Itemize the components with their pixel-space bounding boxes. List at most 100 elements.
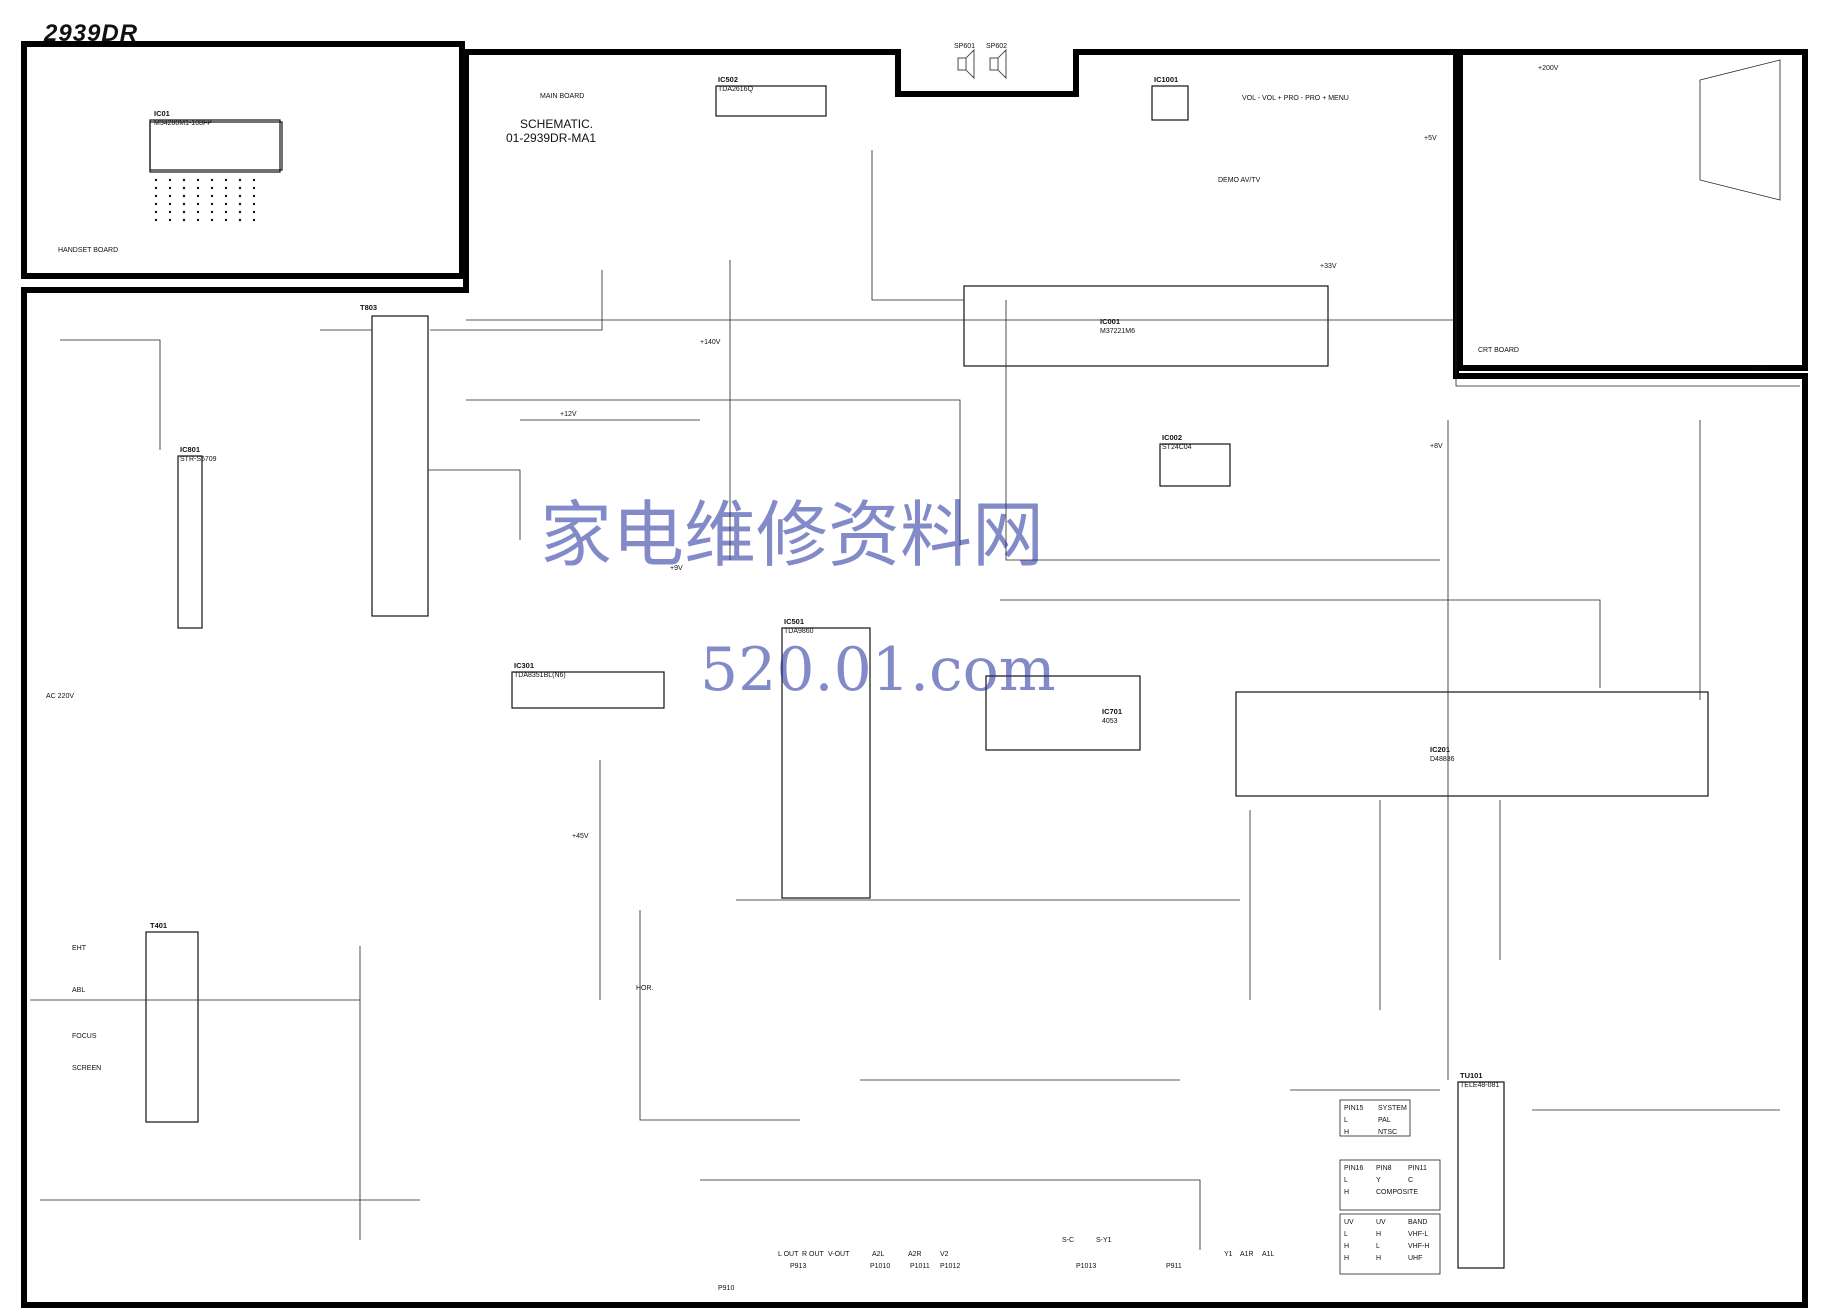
pin-table-header: PIN16 (1344, 1165, 1364, 1172)
pin-table-cell: NTSC (1378, 1129, 1397, 1136)
ic301-box (511, 671, 665, 709)
speaker-label: SP601 (954, 43, 975, 50)
matrix-node (182, 218, 186, 222)
pin-table-cell: L (1376, 1243, 1380, 1250)
matrix-node (224, 218, 228, 222)
connector-pin-label: V-OUT (828, 1251, 850, 1258)
power-rail-label: +16V (1752, 365, 1769, 372)
connector-pin-label: A1L (1262, 1251, 1275, 1258)
connector-pin-label: L OUT (778, 1251, 799, 1258)
ic-id-label: IC501 (784, 617, 804, 626)
power-rail-label: +8V (1430, 443, 1443, 450)
matrix-node (154, 178, 158, 182)
matrix-node (154, 210, 158, 214)
ic-boxes (145, 85, 1709, 1269)
power-rail-label: +5V (1424, 135, 1437, 142)
matrix-node (238, 202, 242, 206)
connector-pin-label: V2 (940, 1251, 949, 1258)
ic-id-label: IC301 (514, 661, 534, 670)
side-label: ABL (72, 987, 85, 994)
pin-table-cell: C (1408, 1177, 1413, 1184)
ic-part-label: TELE48-081 (1460, 1082, 1499, 1089)
matrix-node (210, 178, 214, 182)
ic-id-label: IC002 (1162, 433, 1182, 442)
matrix-node (182, 186, 186, 190)
pin-table-cell: L (1344, 1231, 1348, 1238)
pin-table-cell: Y (1376, 1177, 1381, 1184)
connector-pin-label: A1R (1240, 1251, 1254, 1258)
matrix-node (168, 210, 172, 214)
pin-table-header: UV (1344, 1219, 1354, 1226)
matrix-node (182, 202, 186, 206)
connector-pin-label: S-C (1062, 1237, 1074, 1244)
pin-table-cell: H (1344, 1129, 1349, 1136)
matrix-node (210, 202, 214, 206)
ic-id-label: TU101 (1460, 1071, 1483, 1080)
ic-id-label: IC01 (154, 109, 170, 118)
connector-pin-label: S-Y1 (1096, 1237, 1112, 1244)
side-label: FOCUS (72, 1033, 97, 1040)
matrix-node (224, 202, 228, 206)
connector-pin-label: Y1 (1224, 1251, 1233, 1258)
ic-part-label: TDA8351BL(N6) (514, 672, 566, 679)
ic-id-label: IC001 (1100, 317, 1120, 326)
matrix-node (238, 186, 242, 190)
matrix-node (210, 210, 214, 214)
pin-table-cell: H (1344, 1243, 1349, 1250)
ic-id-label: T803 (360, 303, 377, 312)
side-label: EHT (72, 945, 87, 952)
key-matrix-grid (154, 178, 256, 222)
pin-table-cell: PAL (1378, 1117, 1391, 1124)
pin-table-cell: H (1376, 1231, 1381, 1238)
matrix-node (196, 194, 200, 198)
matrix-node (168, 186, 172, 190)
matrix-node (252, 218, 256, 222)
connector-label: P911 (1166, 1263, 1182, 1270)
demo-label: DEMO AV/TV (1218, 177, 1261, 184)
pin-table-cell: L (1344, 1177, 1348, 1184)
front-controls-label: VOL - VOL + PRO - PRO + MENU (1242, 95, 1349, 102)
matrix-node (238, 178, 242, 182)
power-rail-label: +9V (670, 565, 683, 572)
ic-id-label: IC801 (180, 445, 200, 454)
matrix-node (210, 194, 214, 198)
matrix-node (168, 218, 172, 222)
pin-table-cell: H (1376, 1255, 1381, 1262)
connector-pin-label: R OUT (802, 1251, 825, 1258)
pin-tables (1339, 1099, 1441, 1275)
crt-socket (1699, 59, 1781, 201)
connector-label: P913 (790, 1263, 806, 1270)
ic-part-label: M34280M1-108FP (154, 120, 212, 127)
matrix-node (238, 194, 242, 198)
pin-table-cell: COMPOSITE (1376, 1189, 1418, 1196)
crt-board-frame (1457, 49, 1808, 371)
matrix-node (252, 194, 256, 198)
pin-table-header: PIN8 (1376, 1165, 1392, 1172)
pin-table-cell: L (1344, 1117, 1348, 1124)
pin-table-header: SYSTEM (1378, 1105, 1407, 1112)
pin-table-header: UV (1376, 1219, 1386, 1226)
ic502-box (715, 85, 827, 117)
handset-board-frame (21, 41, 465, 279)
ic002-box (1159, 443, 1231, 487)
power-rail-label: +200V (1538, 65, 1559, 72)
ic701-box (985, 675, 1141, 751)
matrix-node (154, 194, 158, 198)
matrix-node (182, 210, 186, 214)
matrix-node (182, 178, 186, 182)
tu101-box (1457, 1081, 1505, 1269)
pin-table-cell: H (1344, 1189, 1349, 1196)
speaker-label: SP602 (986, 43, 1007, 50)
matrix-node (224, 210, 228, 214)
t401-box (145, 931, 199, 1123)
pin-table-header: PIN11 (1408, 1165, 1427, 1172)
power-rail-label: +33V (1320, 263, 1337, 270)
matrix-node (252, 186, 256, 190)
speaker-symbols (957, 49, 1007, 79)
connector-pin-label: A2R (908, 1251, 922, 1258)
pin-table-header: BAND (1408, 1219, 1427, 1226)
ic-part-label: ST24C04 (1162, 444, 1192, 451)
matrix-node (238, 218, 242, 222)
ic201-box (1235, 691, 1709, 797)
